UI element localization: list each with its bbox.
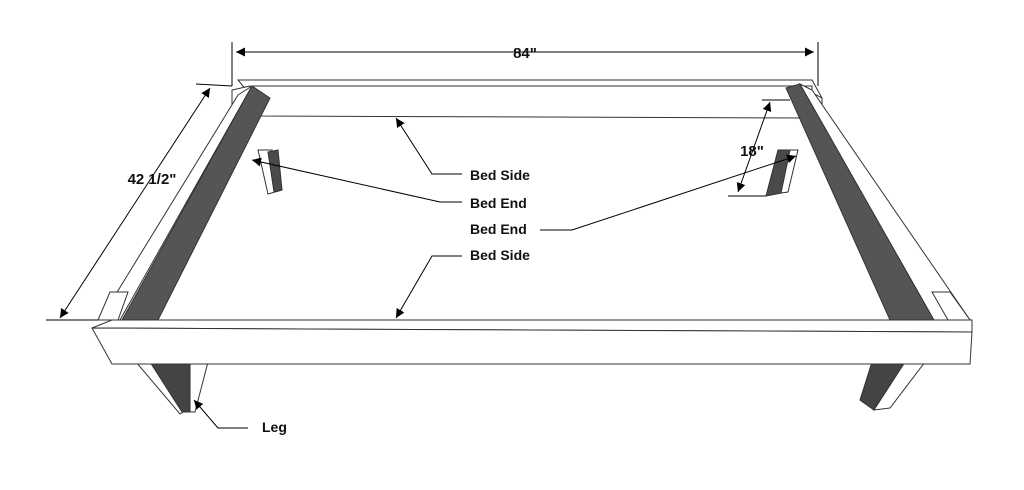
- callout-bed-side-back-label: Bed Side: [470, 167, 530, 183]
- dimension-leg-height: 18": [728, 99, 790, 197]
- bed-side-front: [91, 319, 973, 365]
- bed-side-back: [231, 79, 823, 119]
- front-right-leg: [859, 361, 927, 411]
- front-left-leg: [134, 361, 209, 415]
- dimension-length: 84": [231, 42, 819, 86]
- callout-bed-side-back: Bed Side: [395, 117, 530, 183]
- callout-bed-side-front: Bed Side: [395, 247, 530, 319]
- dimension-leg-height-label: 18": [740, 143, 764, 160]
- callout-bed-side-front-label: Bed Side: [470, 247, 530, 263]
- dimension-width: 42 1/2": [46, 83, 233, 321]
- callout-bed-end-left: Bed End: [251, 157, 527, 211]
- front-left-block: [97, 291, 129, 321]
- back-left-leg: [257, 149, 283, 195]
- bed-end-right: [785, 82, 971, 321]
- callout-leg-label: Leg: [262, 419, 287, 435]
- bed-end-left: [99, 85, 271, 321]
- callout-bed-end-right-label: Bed End: [470, 221, 527, 237]
- dimension-length-label: 84": [513, 45, 537, 62]
- callout-bed-end-left-label: Bed End: [470, 195, 527, 211]
- callout-bed-end-right: Bed End: [470, 154, 797, 237]
- dimension-width-label: 42 1/2": [128, 171, 177, 188]
- callout-leg: Leg: [193, 399, 287, 435]
